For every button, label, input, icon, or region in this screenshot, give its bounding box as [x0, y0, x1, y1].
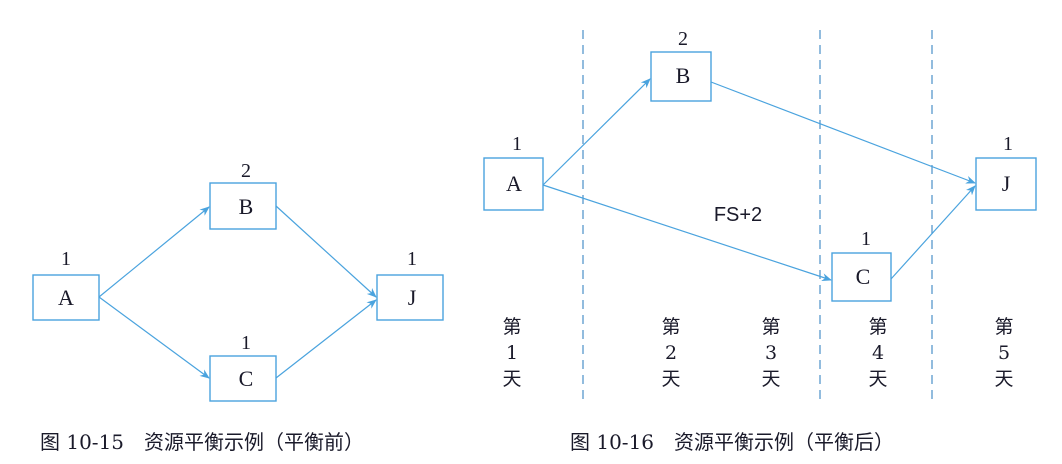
- node-a: [32, 274, 100, 321]
- figure-caption-left: 图 10-15 资源平衡示例（平衡前）: [40, 430, 365, 454]
- day-label-number: 2: [665, 342, 677, 364]
- edge-a-b: [542, 78, 651, 186]
- day-label-top: 第: [868, 316, 887, 338]
- lag-label: FS+2: [714, 204, 762, 226]
- day-label-bottom: 天: [661, 368, 680, 390]
- day-label-top: 第: [994, 316, 1013, 338]
- edge-a-c: [542, 184, 832, 281]
- figure-left: A 1 B 2 C 1 J 1: [32, 160, 444, 402]
- node-b: [209, 182, 277, 230]
- day-label-top: 第: [661, 316, 680, 338]
- node-j: [975, 157, 1037, 211]
- day-label-1: 第 1 天: [502, 316, 521, 390]
- node-b-resource: 2: [678, 28, 688, 50]
- node-a: [483, 157, 544, 211]
- node-j-label: J: [1002, 171, 1011, 196]
- day-label-bottom: 天: [994, 368, 1013, 390]
- day-label-top: 第: [761, 316, 780, 338]
- day-label-number: 1: [506, 342, 518, 364]
- node-j-resource: 1: [407, 248, 417, 270]
- edge-c-j: [275, 299, 377, 379]
- figure-caption-right: 图 10-16 资源平衡示例（平衡后）: [570, 430, 895, 454]
- node-c-resource: 1: [861, 228, 871, 250]
- day-label-4: 第 4 天: [868, 316, 887, 390]
- day-label-number: 5: [998, 342, 1010, 364]
- node-j: [376, 274, 444, 321]
- node-a-resource: 1: [61, 248, 71, 270]
- day-label-number: 4: [872, 342, 884, 364]
- day-label-bottom: 天: [868, 368, 887, 390]
- node-a-resource: 1: [512, 133, 522, 155]
- node-c: [209, 355, 277, 402]
- node-c-label: C: [856, 264, 871, 289]
- day-label-5: 第 5 天: [994, 316, 1013, 390]
- edge-a-c: [98, 296, 210, 379]
- node-j-resource: 1: [1003, 133, 1013, 155]
- node-a-label: A: [506, 171, 522, 196]
- node-b-label: B: [239, 194, 254, 219]
- edge-a-b: [98, 206, 210, 298]
- node-c: [831, 252, 892, 302]
- edge-b-j: [275, 205, 377, 298]
- node-j-label: J: [408, 285, 417, 310]
- node-b-label: B: [676, 63, 691, 88]
- day-label-bottom: 天: [502, 368, 521, 390]
- day-label-3: 第 3 天: [761, 316, 780, 390]
- day-label-number: 3: [765, 342, 777, 364]
- node-b: [650, 51, 712, 102]
- edge-b-j: [710, 81, 976, 184]
- day-label-top: 第: [502, 316, 521, 338]
- node-a-label: A: [58, 285, 74, 310]
- node-c-resource: 1: [241, 332, 251, 354]
- edge-c-j: [890, 185, 976, 280]
- node-b-resource: 2: [241, 160, 251, 182]
- figure-right: FS+2 A 1 B 2 C 1 J 1 第 1 天 第 2 天 第 3 天 第…: [483, 28, 1037, 405]
- node-c-label: C: [239, 366, 254, 391]
- day-label-2: 第 2 天: [661, 316, 680, 390]
- day-label-bottom: 天: [761, 368, 780, 390]
